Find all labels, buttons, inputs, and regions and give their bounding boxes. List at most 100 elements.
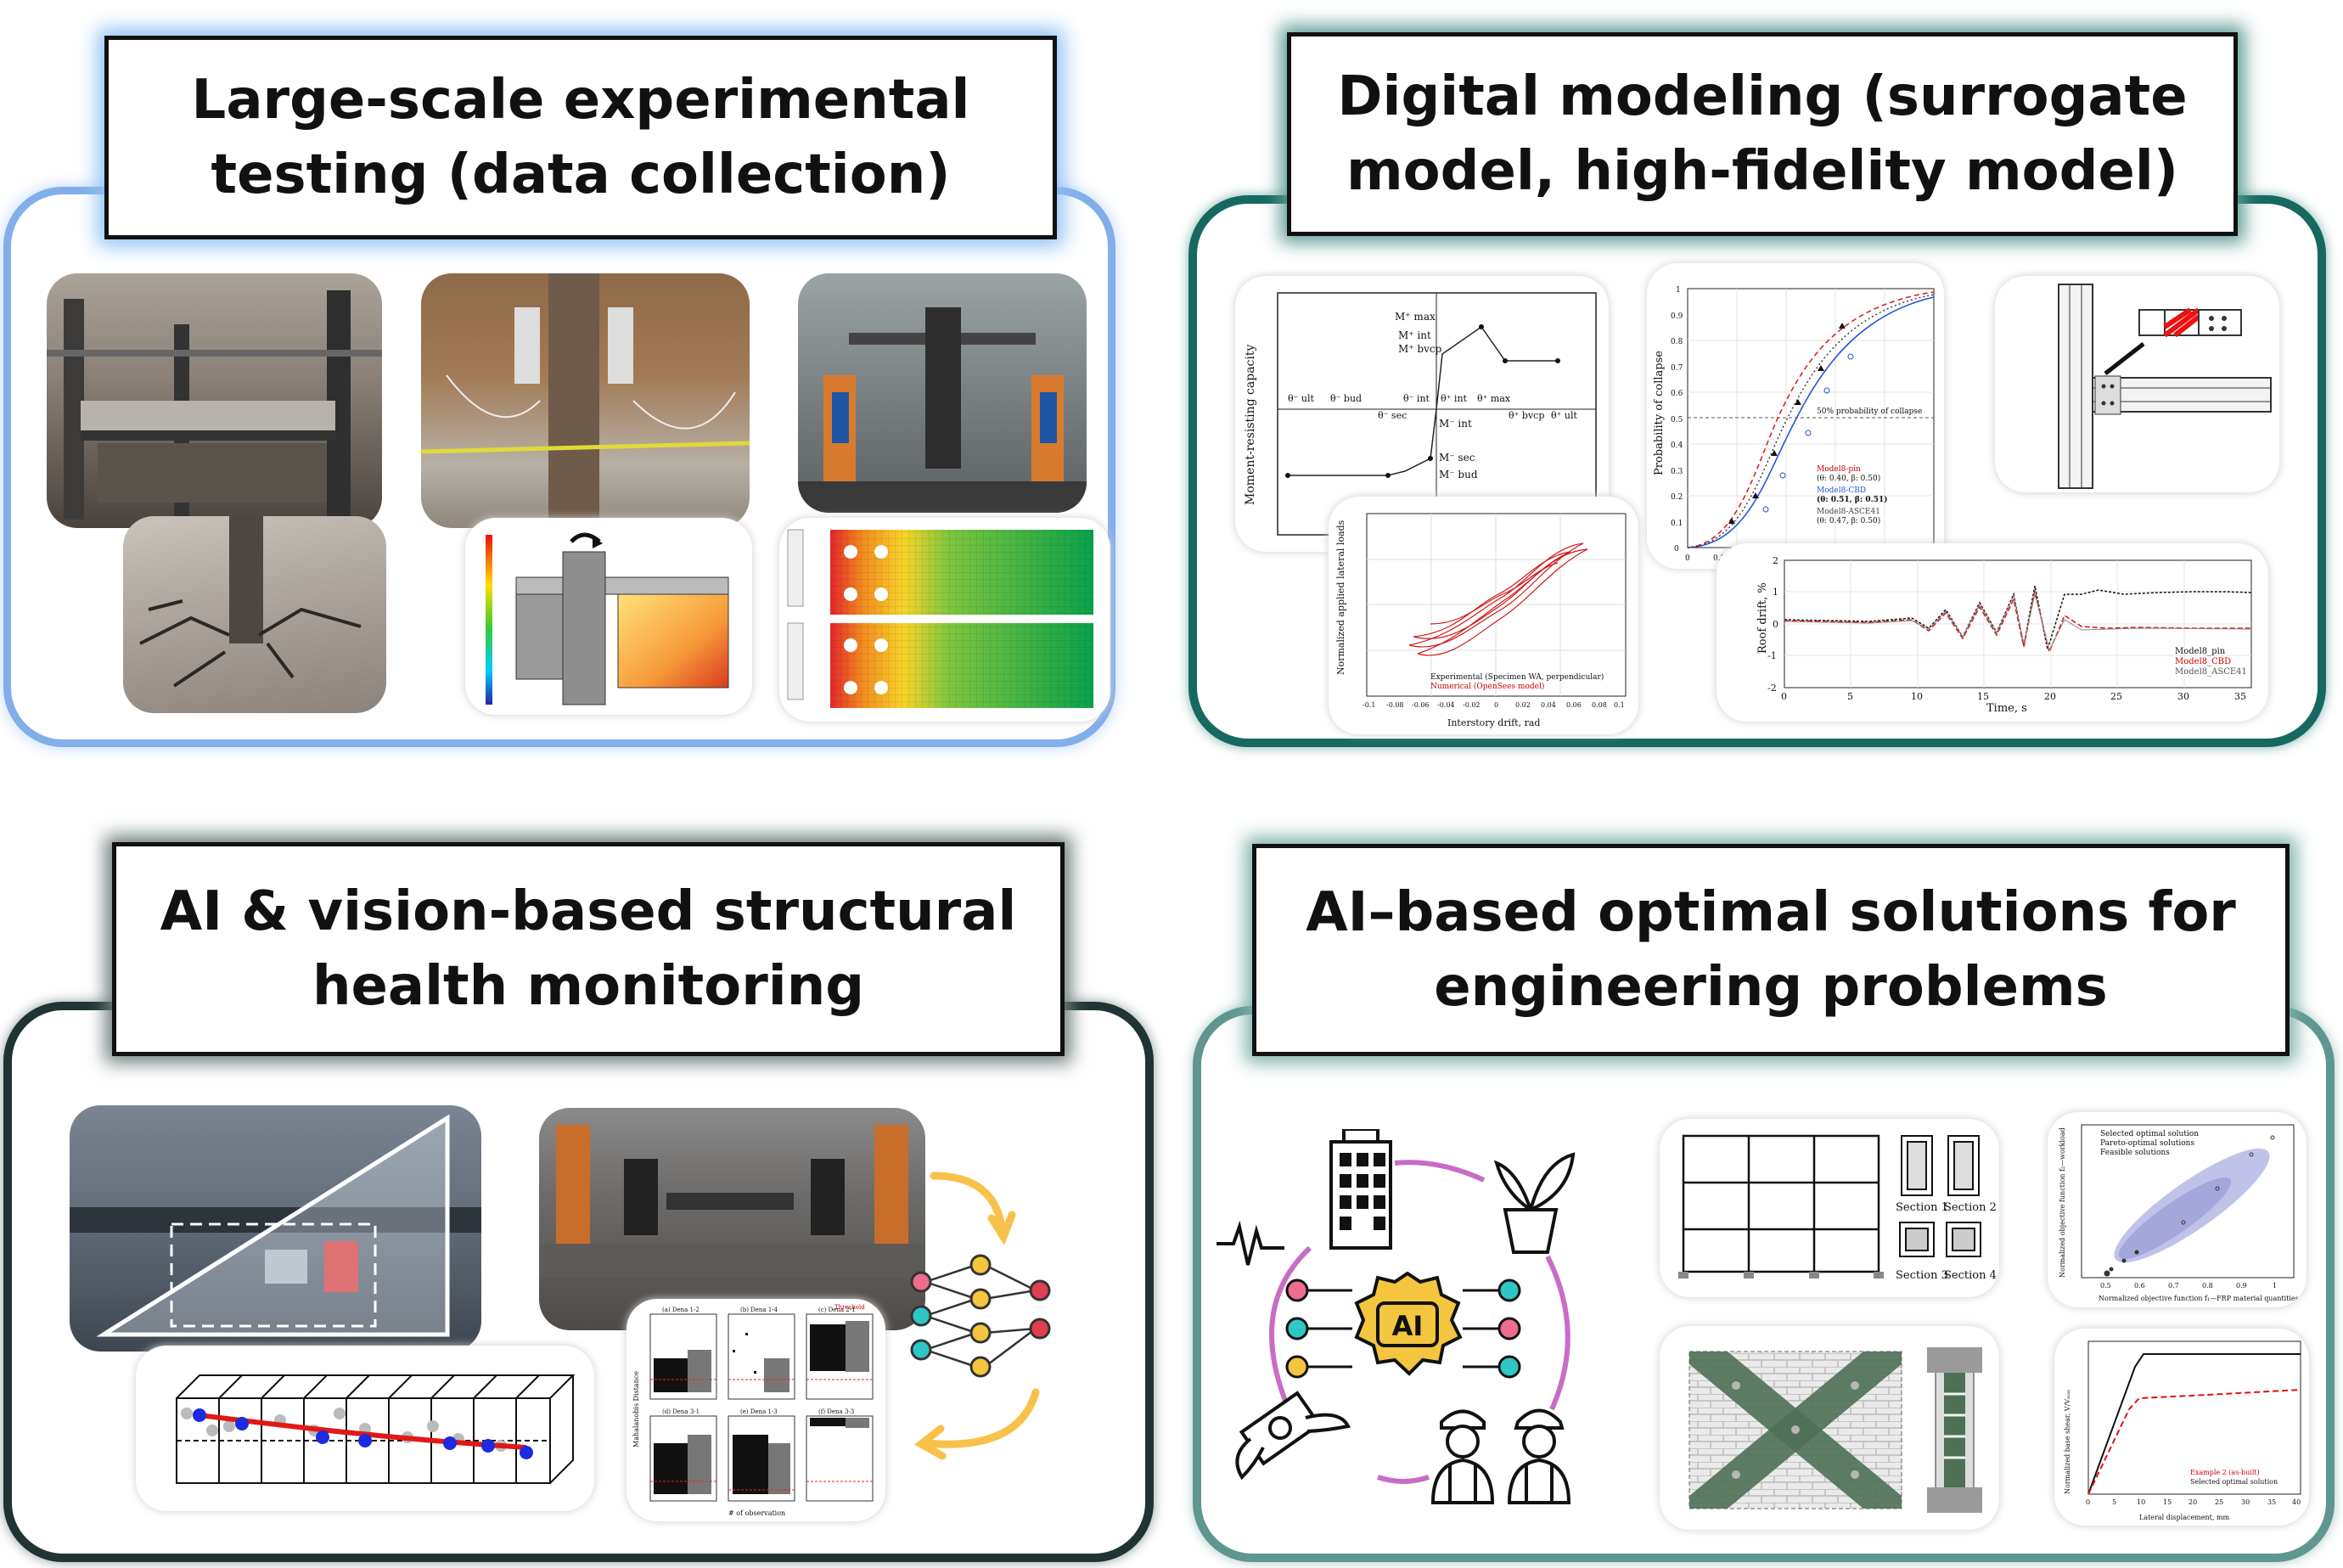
- svg-text:(f) Dena 3-3: (f) Dena 3-3: [818, 1408, 854, 1415]
- svg-text:Model8-pin: Model8-pin: [1817, 465, 1861, 474]
- svg-text:Selected optimal solution: Selected optimal solution: [2190, 1478, 2278, 1486]
- svg-text:M⁻ sec: M⁻ sec: [1439, 452, 1475, 464]
- diagram-frame-sections: Section 1 Section 2 Section 3 Section 4: [1660, 1119, 1999, 1297]
- fe-contour-plates: [779, 518, 1110, 722]
- chart-hysteresis: Normalized applied lateral loads Interst…: [1329, 497, 1638, 734]
- svg-text:0.2: 0.2: [1671, 493, 1683, 502]
- svg-text:0: 0: [1685, 554, 1690, 563]
- svg-text:θ⁺ ult: θ⁺ ult: [1551, 410, 1578, 421]
- chart-mahalanobis: (a) Dena 1-2 (b) Dena 1-4 (c) Dena 2-1 (…: [626, 1299, 885, 1521]
- svg-text:-0.1: -0.1: [1363, 701, 1375, 709]
- svg-text:θ⁻ bud: θ⁻ bud: [1330, 393, 1362, 404]
- svg-text:20: 20: [2044, 691, 2056, 702]
- svg-text:(θ: 0.47, β: 0.50): (θ: 0.47, β: 0.50): [1817, 516, 1880, 525]
- photo-connection-test: [421, 273, 750, 528]
- svg-text:Roof drift, %: Roof drift, %: [1756, 582, 1769, 654]
- svg-text:-0.06: -0.06: [1412, 701, 1430, 709]
- svg-text:0.7: 0.7: [1671, 364, 1683, 373]
- chart-roof-drift: Roof drift, % Time, s 0 5 10 15 20 25 30…: [1717, 543, 2268, 722]
- engineer-female-icon: [1430, 1409, 1495, 1504]
- svg-text:Numerical (OpenSees model): Numerical (OpenSees model): [1430, 682, 1544, 691]
- svg-text:50% probability of collapse: 50% probability of collapse: [1817, 407, 1922, 416]
- svg-text:0.6: 0.6: [2134, 1282, 2145, 1290]
- svg-text:M⁺ bvcp: M⁺ bvcp: [1398, 343, 1442, 355]
- chart-pushover: Normalized base shear, V/Vₘₐₓ Lateral di…: [2054, 1329, 2309, 1526]
- svg-text:25: 25: [2215, 1498, 2223, 1506]
- svg-text:# of observation: # of observation: [728, 1509, 785, 1517]
- svg-text:M⁻ int: M⁻ int: [1439, 418, 1472, 430]
- neural-network-icon: [900, 1159, 1121, 1473]
- svg-text:AI: AI: [1392, 1310, 1424, 1342]
- svg-text:Model8_ASCE41: Model8_ASCE41: [2175, 667, 2247, 677]
- diagram-beam-column: [1995, 276, 2279, 492]
- svg-text:Pareto-optimal solutions: Pareto-optimal solutions: [2100, 1139, 2194, 1148]
- svg-text:Probability of collapse: Probability of collapse: [1653, 351, 1666, 475]
- svg-text:-0.08: -0.08: [1386, 701, 1404, 709]
- svg-text:0: 0: [1494, 701, 1498, 709]
- svg-text:Model8_pin: Model8_pin: [2175, 647, 2226, 656]
- photo-test-frame: [47, 273, 382, 528]
- svg-text:0.1: 0.1: [1614, 701, 1625, 709]
- svg-text:0.9: 0.9: [2236, 1282, 2247, 1290]
- photo-actuator-rig: [798, 273, 1087, 513]
- svg-text:Model8-ASCE41: Model8-ASCE41: [1817, 508, 1880, 516]
- engineer-male-icon: [1507, 1408, 1571, 1504]
- ai-chip-icon: AI: [1285, 1271, 1521, 1379]
- svg-text:0.7: 0.7: [2168, 1282, 2179, 1290]
- svg-text:1: 1: [1773, 587, 1778, 598]
- svg-text:0.9: 0.9: [1671, 312, 1683, 321]
- photo-cracked-base: [123, 516, 386, 713]
- svg-text:2: 2: [1773, 555, 1778, 566]
- svg-text:θ⁺ int: θ⁺ int: [1441, 393, 1468, 404]
- svg-text:0.04: 0.04: [1541, 701, 1556, 709]
- svg-text:25: 25: [2110, 691, 2122, 702]
- svg-text:0: 0: [1674, 545, 1679, 554]
- svg-text:Threshold: Threshold: [834, 1304, 865, 1311]
- svg-text:35: 35: [2267, 1498, 2276, 1506]
- svg-text:Normalized objective function: Normalized objective function f₂—workloa…: [2059, 1127, 2066, 1278]
- svg-text:0: 0: [1781, 691, 1787, 702]
- svg-text:Experimental (Specimen WA, per: Experimental (Specimen WA, perpendicular…: [1430, 672, 1604, 682]
- svg-text:(d) Dena 3-1: (d) Dena 3-1: [662, 1408, 700, 1415]
- svg-text:Section 3: Section 3: [1896, 1269, 1948, 1282]
- svg-text:(b) Dena 1-4: (b) Dena 1-4: [740, 1307, 778, 1313]
- svg-text:Normalized objective function: Normalized objective function f₁—FRP mat…: [2099, 1295, 2299, 1302]
- svg-text:0.5: 0.5: [1671, 416, 1683, 424]
- svg-text:-0.02: -0.02: [1463, 701, 1481, 709]
- svg-text:30: 30: [2177, 691, 2189, 702]
- svg-text:-0.04: -0.04: [1437, 701, 1455, 709]
- svg-text:0.8: 0.8: [1671, 338, 1683, 346]
- chart-pareto: Selected optimal solution Pareto-optimal…: [2048, 1112, 2306, 1307]
- svg-text:10: 10: [1911, 691, 1923, 702]
- svg-text:Example 2 (as-built): Example 2 (as-built): [2190, 1469, 2260, 1476]
- svg-text:Model8_CBD: Model8_CBD: [2175, 657, 2231, 666]
- photo-beam-test: [539, 1108, 925, 1330]
- svg-text:0.06: 0.06: [1566, 701, 1582, 709]
- svg-text:0.3: 0.3: [1671, 468, 1683, 476]
- svg-text:M⁺ max: M⁺ max: [1395, 311, 1436, 323]
- svg-text:Section 4: Section 4: [1944, 1269, 1997, 1282]
- svg-text:0.1: 0.1: [1671, 520, 1683, 528]
- svg-text:40: 40: [2292, 1498, 2301, 1506]
- fe-contour-connection: [465, 518, 752, 715]
- svg-text:0.6: 0.6: [1671, 390, 1683, 398]
- svg-text:0: 0: [2086, 1498, 2090, 1506]
- svg-text:15: 15: [2163, 1498, 2172, 1506]
- svg-text:(c) Dena 2-1: (c) Dena 2-1: [818, 1307, 856, 1313]
- svg-text:(θ: 0.40, β: 0.50): (θ: 0.40, β: 0.50): [1817, 474, 1880, 483]
- seismic-wave-icon: [1216, 1220, 1284, 1266]
- svg-text:0.4: 0.4: [1671, 441, 1683, 450]
- svg-text:20: 20: [2188, 1498, 2197, 1506]
- svg-text:Section 2: Section 2: [1944, 1201, 1997, 1214]
- chart-fragility: Probability of collapse 50% probability …: [1647, 263, 1944, 569]
- svg-text:Selected optimal solution: Selected optimal solution: [2100, 1130, 2199, 1138]
- svg-text:θ⁺ max: θ⁺ max: [1477, 393, 1511, 404]
- svg-text:10: 10: [2137, 1498, 2145, 1506]
- svg-text:1: 1: [2273, 1282, 2277, 1290]
- plant-icon: [1493, 1152, 1576, 1254]
- flying-money-icon: [1235, 1391, 1351, 1481]
- ai-concept-graphic: AI: [1212, 1129, 1628, 1511]
